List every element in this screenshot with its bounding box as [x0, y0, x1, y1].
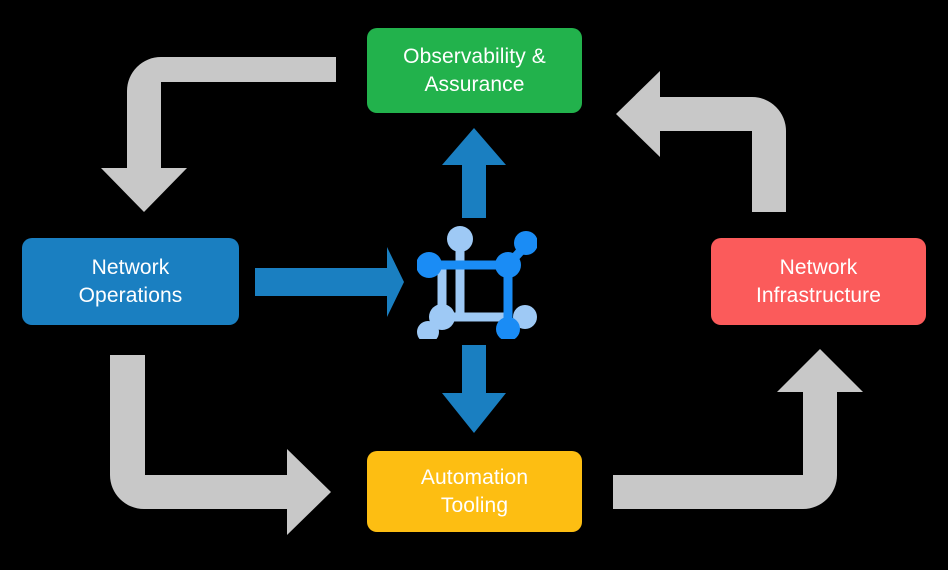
box-observability-assurance[interactable]: Observability & Assurance — [367, 28, 582, 113]
arrow-center-to-automation — [442, 345, 506, 433]
arrow-center-to-observability — [442, 128, 506, 218]
arrow-observability-to-operations — [101, 57, 336, 212]
arrow-operations-to-center — [255, 247, 404, 317]
arrow-automation-to-infrastructure — [613, 349, 863, 509]
network-node — [495, 252, 521, 278]
network-node — [447, 226, 473, 252]
network-node — [417, 252, 442, 278]
network-node — [417, 321, 439, 339]
network-node — [514, 231, 537, 255]
network-topology-icon — [417, 226, 537, 339]
box-network-infrastructure[interactable]: Network Infrastructure — [711, 238, 926, 325]
network-node — [496, 317, 520, 339]
box-network-operations[interactable]: Network Operations — [22, 238, 239, 325]
network-node — [429, 304, 455, 330]
arrow-infrastructure-to-observability — [616, 71, 786, 212]
network-node — [513, 305, 537, 329]
arrow-operations-to-automation — [110, 355, 331, 535]
box-automation-tooling[interactable]: Automation Tooling — [367, 451, 582, 532]
